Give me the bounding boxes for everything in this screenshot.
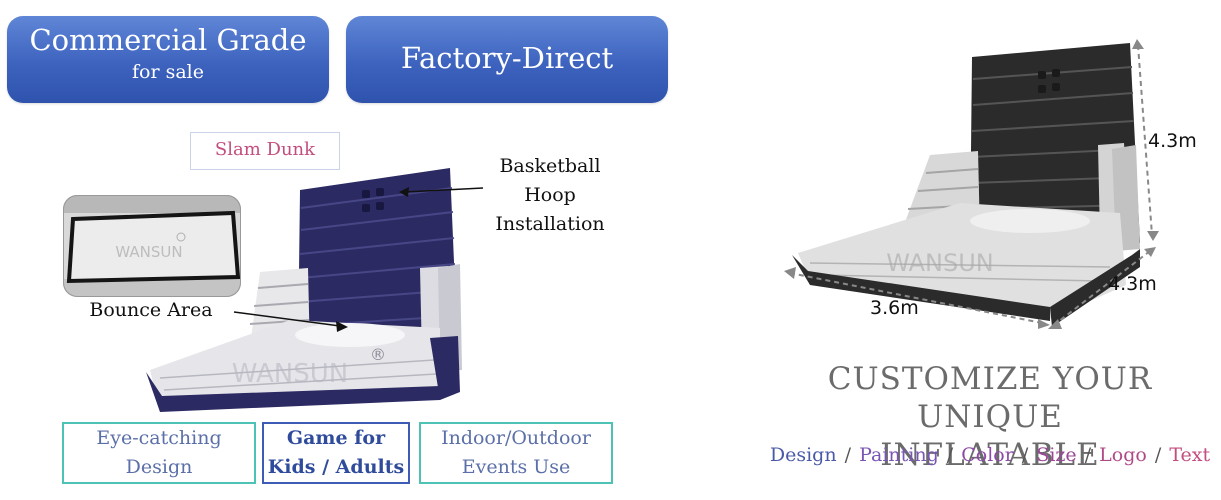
- height-dimension-line: [1137, 44, 1153, 236]
- option-logo: Logo: [1099, 444, 1147, 466]
- right-watermark: WANSUN: [886, 249, 994, 277]
- customize-headline: CUSTOMIZE YOUR UNIQUE INFLATABLE: [755, 360, 1221, 474]
- main-watermark: WANSUN: [232, 359, 349, 389]
- bounce-area-callout: Bounce Area: [89, 299, 213, 321]
- charcoal-inflatable-image: WANSUN: [784, 39, 1159, 329]
- inset-watermark: WANSUN: [115, 243, 182, 261]
- feature-line: Events Use: [461, 456, 571, 478]
- width-label: 3.6m: [870, 297, 919, 319]
- callout-line: Basketball: [499, 155, 601, 177]
- option-separator: /: [940, 444, 960, 466]
- feature-line: Game for: [286, 427, 386, 449]
- feature-line: Indoor/Outdoor: [441, 427, 591, 449]
- feature-eye-catching: Eye-catching Design: [62, 422, 256, 484]
- registered-mark: ®: [370, 345, 386, 364]
- slam-dunk-inflatable-image: WANSUN ®: [146, 168, 462, 412]
- hoop-arrow: [399, 187, 484, 197]
- factory-direct-banner: Factory-Direct: [346, 16, 668, 103]
- feature-line: Kids / Adults: [267, 456, 405, 478]
- depth-dimension-line: [1053, 250, 1151, 326]
- feature-line: Design: [125, 456, 193, 478]
- option-separator: /: [838, 444, 858, 466]
- option-text: Text: [1169, 444, 1211, 466]
- option-separator: /: [1078, 444, 1098, 466]
- callout-line: Installation: [495, 213, 605, 235]
- banner-subtitle: for sale: [132, 61, 204, 83]
- depth-label: 4.3m: [1108, 273, 1157, 295]
- feature-indoor-outdoor: Indoor/Outdoor Events Use: [419, 422, 613, 484]
- banner-title: Factory-Direct: [400, 41, 614, 75]
- option-design: Design: [769, 444, 837, 466]
- headline-line2: INFLATABLE: [880, 437, 1100, 473]
- height-label: 4.3m: [1148, 130, 1197, 152]
- banner-title: Commercial Grade: [29, 23, 307, 57]
- callout-line: Hoop: [524, 184, 576, 206]
- headline-line1: CUSTOMIZE YOUR UNIQUE: [827, 361, 1153, 435]
- product-name-tag: Slam Dunk: [190, 132, 340, 170]
- bounce-mat-inset-photo: WANSUN: [63, 195, 241, 297]
- customization-options: Design / Painting / Color / Size / Logo …: [760, 444, 1220, 466]
- hoop-installation-callout: Basketball Hoop Installation: [480, 152, 620, 239]
- option-color: Color: [961, 444, 1014, 466]
- option-painting: Painting: [859, 444, 939, 466]
- feature-kids-adults: Game for Kids / Adults: [262, 422, 410, 484]
- option-size: Size: [1036, 444, 1077, 466]
- width-dimension-line: [789, 272, 1043, 324]
- option-separator: /: [1148, 444, 1168, 466]
- commercial-grade-banner: Commercial Grade for sale: [7, 16, 329, 103]
- option-separator: /: [1015, 444, 1035, 466]
- feature-line: Eye-catching: [96, 427, 222, 449]
- bounce-arrow: [233, 311, 348, 332]
